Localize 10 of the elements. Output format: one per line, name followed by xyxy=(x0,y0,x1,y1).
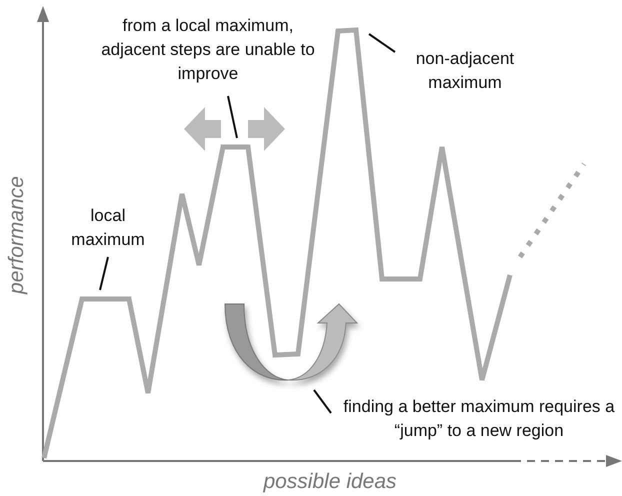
leader-line xyxy=(368,33,396,53)
annotation-text: from a local maximum, adjacent steps are unable to improve xyxy=(90,14,326,86)
leader-line xyxy=(99,256,109,290)
annotation-text: local maximum xyxy=(58,204,158,252)
leader-line xyxy=(313,389,332,414)
annotation-text: finding a better maximum requires a “jump” to a new region xyxy=(338,395,620,443)
leader-line xyxy=(227,96,238,138)
y-axis-label: performance xyxy=(5,176,29,294)
annotation-text: non-adjacent maximum xyxy=(400,47,530,95)
x-axis-label: possible ideas xyxy=(263,470,397,494)
